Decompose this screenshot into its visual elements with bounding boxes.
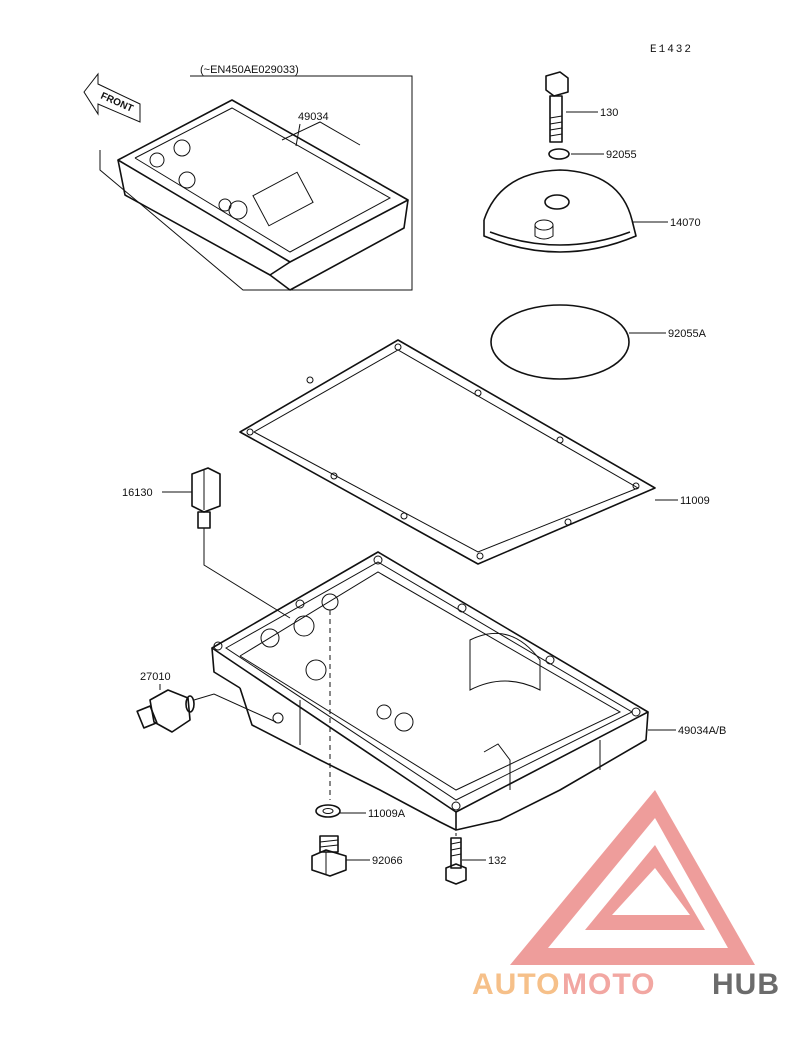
part-92055A-oring — [490, 304, 666, 380]
label-92055: 92055 — [606, 149, 637, 161]
watermark-text: AUTO MOTO HUB — [472, 968, 780, 1001]
part-49034-oil-pan-old — [117, 99, 409, 291]
reference-code: E1432 — [650, 44, 693, 56]
label-16130: 16130 — [122, 487, 153, 499]
label-92066: 92066 — [372, 855, 403, 867]
part-49034AB-oil-pan — [211, 551, 676, 831]
part-11009A-washer — [315, 804, 366, 818]
watermark-hub: HUB — [712, 968, 780, 1001]
part-130-bolt — [545, 71, 598, 143]
label-92055A: 92055A — [668, 328, 707, 340]
label-11009A: 11009A — [368, 808, 406, 820]
label-27010: 27010 — [140, 671, 171, 683]
part-27010-pressure-switch — [136, 684, 277, 733]
watermark-triangle-logo — [510, 790, 755, 965]
label-49034: 49034 — [298, 111, 329, 123]
part-132-bolt — [445, 812, 486, 885]
front-label: FRONT — [99, 91, 135, 115]
part-11009-gasket — [239, 339, 678, 565]
label-11009: 11009 — [680, 495, 710, 507]
watermark-moto: MOTO — [562, 968, 655, 1001]
part-16130-fitting — [162, 467, 291, 619]
part-14070-cover — [483, 169, 668, 253]
part-92055-washer — [548, 148, 604, 160]
front-arrow-icon: FRONT — [83, 72, 141, 123]
label-49034AB: 49034A/B — [678, 725, 726, 737]
label-132: 132 — [488, 855, 506, 867]
watermark-auto: AUTO — [472, 968, 560, 1001]
variant-note: (~EN450AE029033) — [200, 64, 299, 76]
label-130: 130 — [600, 107, 618, 119]
variant-inset-box: (~EN450AE029033) — [99, 64, 413, 291]
part-92066-drain-plug — [311, 835, 370, 877]
label-14070: 14070 — [670, 217, 701, 229]
